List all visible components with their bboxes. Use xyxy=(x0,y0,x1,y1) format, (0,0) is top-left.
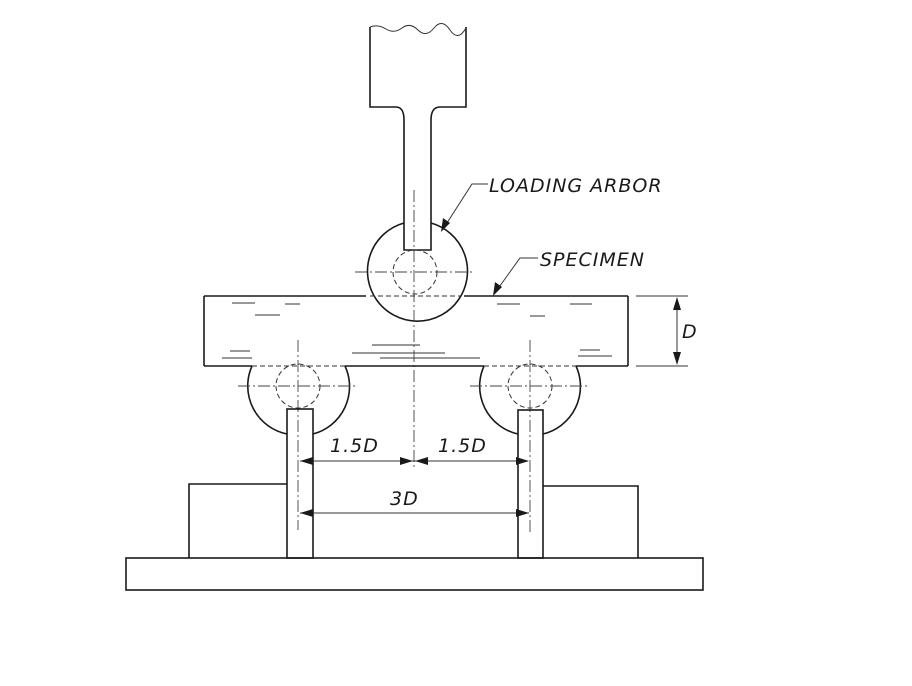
support-roller-right xyxy=(470,340,590,535)
specimen-label: SPECIMEN xyxy=(540,249,645,271)
loading-arbor-leader xyxy=(441,183,488,232)
depth-dimension xyxy=(636,295,688,367)
span-label: 3D xyxy=(390,488,419,510)
support-roller-left xyxy=(238,340,358,530)
support-post-right xyxy=(517,409,544,559)
half-span-left-label: 1.5D xyxy=(330,435,379,457)
loading-roller xyxy=(355,190,475,470)
base-plate xyxy=(125,557,704,591)
specimen-leader xyxy=(493,257,538,296)
support-post-left xyxy=(286,408,314,559)
span-dimension xyxy=(300,509,529,517)
support-block-left xyxy=(188,483,287,558)
half-span-dimensions xyxy=(300,457,529,465)
depth-label: D xyxy=(682,321,698,343)
loading-arbor-label: LOADING ARBOR xyxy=(489,175,663,197)
support-block-right xyxy=(543,485,639,558)
half-span-right-label: 1.5D xyxy=(438,435,487,457)
specimen xyxy=(203,295,629,367)
